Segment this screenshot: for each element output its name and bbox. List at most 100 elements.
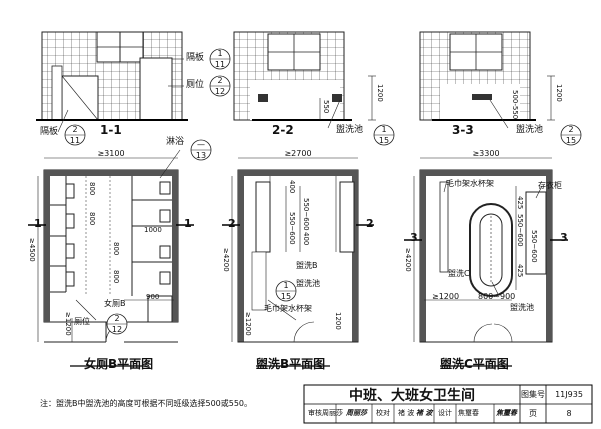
section-label-3-3: 3-3 <box>452 123 474 137</box>
dim-1200-pb: ≥1200 <box>244 312 252 336</box>
dim-400b: 400 <box>302 232 310 246</box>
reference-circles <box>64 48 582 335</box>
wall-top <box>44 170 178 176</box>
cut-mark-c-left: 3 <box>410 231 418 244</box>
drawing-title: 中班、大班女卫生间 <box>349 388 475 404</box>
ref6-top: — <box>197 140 205 149</box>
atlas-label: 图集号 <box>521 390 545 399</box>
toilet-fixture <box>65 271 75 287</box>
ref1-bottom: 11 <box>214 60 226 69</box>
section-1-1 <box>36 31 188 121</box>
toilet-fixture <box>65 213 75 229</box>
check-label: 校对 <box>376 409 390 417</box>
dim-1200-s22: 1200 <box>376 84 384 102</box>
dim-400a: 400 <box>288 180 296 194</box>
label-wash-c: 盥洗C <box>448 269 470 278</box>
sink <box>472 94 492 100</box>
dim-3300: ≥3300 <box>472 149 500 158</box>
sink-right <box>332 94 342 102</box>
wardrobe <box>525 191 547 275</box>
cut-mark-a-right: 1 <box>184 217 192 230</box>
atlas-number: 11J935 <box>555 390 583 399</box>
wall-left <box>44 170 50 322</box>
dim-800-2: 800 <box>88 212 96 226</box>
dim-1000: 1000 <box>144 226 162 234</box>
cut-mark-c-right: 3 <box>560 231 568 244</box>
dim-800-3: 800 <box>112 242 120 256</box>
page-label: 页 <box>529 409 537 418</box>
dim-1200-pc: ≥1200 <box>432 292 460 301</box>
label-stall: 厕位 <box>186 80 205 90</box>
ref5-bottom: 15 <box>565 136 577 145</box>
toilet-fixture <box>65 243 75 259</box>
label-washbasin-22: 盥洗池 <box>336 125 364 135</box>
section-3-3 <box>419 31 555 121</box>
label-wardrobe: 存衣柜 <box>538 181 562 190</box>
ref3-bottom: 11 <box>69 136 81 145</box>
designer-name: 焦璽春 <box>458 409 479 417</box>
ref8-top: 1 <box>283 281 289 290</box>
ref8-bottom: 15 <box>280 292 292 301</box>
dim-550-600-b1: 550~600 <box>288 212 296 245</box>
dim-500-s33: 500-550 <box>511 90 519 120</box>
dim-550-s22: 550 <box>322 100 330 114</box>
cut-mark-a-left: 1 <box>34 217 42 230</box>
label-washbasin-pb: 盥洗池 <box>296 279 320 288</box>
section-label-2-2: 2-2 <box>272 123 294 137</box>
dim-800-900: 800~900 <box>478 292 516 301</box>
plan-toilet-b <box>28 157 194 343</box>
cut-mark-b-right: 2 <box>366 217 374 230</box>
dim-1200-pa: ≥1200 <box>64 312 72 336</box>
dim-800-4: 800 <box>112 270 120 284</box>
designer-signature: 焦璽春 <box>496 408 517 417</box>
ref4-top: 1 <box>381 125 387 134</box>
plan-title-wash-b: 盥洗B平面图 <box>256 357 326 371</box>
washbasin-left <box>255 181 271 253</box>
design-label: 设计 <box>438 409 452 417</box>
ref4-bottom: 15 <box>378 136 390 145</box>
dim-900: 900 <box>146 293 160 301</box>
ref7-bottom: 12 <box>111 325 123 334</box>
dim-1200-s33: 1200 <box>555 84 563 102</box>
ref2-bottom: 12 <box>214 87 226 96</box>
label-toilet-b: 女厕B <box>104 299 126 308</box>
dim-4200b: ≥4200 <box>404 248 412 272</box>
partition-panel <box>139 57 173 121</box>
label-partition-2: 隔板 <box>40 127 59 137</box>
label-towel-rack-b: 毛巾架水杯架 <box>264 304 312 313</box>
checker-name: 褚 波 <box>398 409 415 417</box>
plan-wash-b <box>222 157 374 343</box>
label-wash-b: 盥洗B <box>296 261 318 270</box>
section-2-2 <box>233 31 376 121</box>
dim-550-600-b2: 550~600 <box>302 198 310 231</box>
ref2-top: 2 <box>217 76 223 85</box>
label-washbasin-33: 盥洗池 <box>516 125 544 135</box>
review-label: 审核 <box>308 409 322 417</box>
plan-wash-c <box>404 157 568 343</box>
plan-title-wash-c: 盥洗C平面图 <box>440 357 509 371</box>
plan-title-toilet-b: 女厕B平面图 <box>84 357 154 371</box>
checker-signature: 褚 波 <box>416 408 433 417</box>
dim-1200-pb2: 1200 <box>334 312 342 330</box>
ref1-top: 1 <box>217 49 223 58</box>
dim-550-600-c2: 550~600 <box>530 230 538 263</box>
ref5-top: 2 <box>568 125 574 134</box>
dim-425a: 425 <box>516 196 524 210</box>
reviewer-signature: 周丽莎 <box>346 408 367 417</box>
label-shower: 淋浴 <box>166 137 185 147</box>
dim-800-1: 800 <box>88 182 96 196</box>
ref7-top: 2 <box>114 314 120 323</box>
cut-mark-b-left: 2 <box>228 217 236 230</box>
washbasin-right <box>339 181 355 253</box>
leader-lines <box>57 58 543 321</box>
label-washbasin-pc: 盥洗池 <box>510 303 534 312</box>
footnote: 注：盥洗B中盥洗池的高度可根据不同班级选择500或550。 <box>40 399 253 408</box>
dim-550-600-c1: 550~600 <box>516 214 524 247</box>
label-stall-plan: 厕位 <box>74 317 90 326</box>
wall-right <box>172 170 178 322</box>
label-towel-rack-c: 毛巾架水杯架 <box>446 179 494 188</box>
dim-2700: ≥2700 <box>284 149 312 158</box>
ref3-top: 2 <box>72 125 78 134</box>
